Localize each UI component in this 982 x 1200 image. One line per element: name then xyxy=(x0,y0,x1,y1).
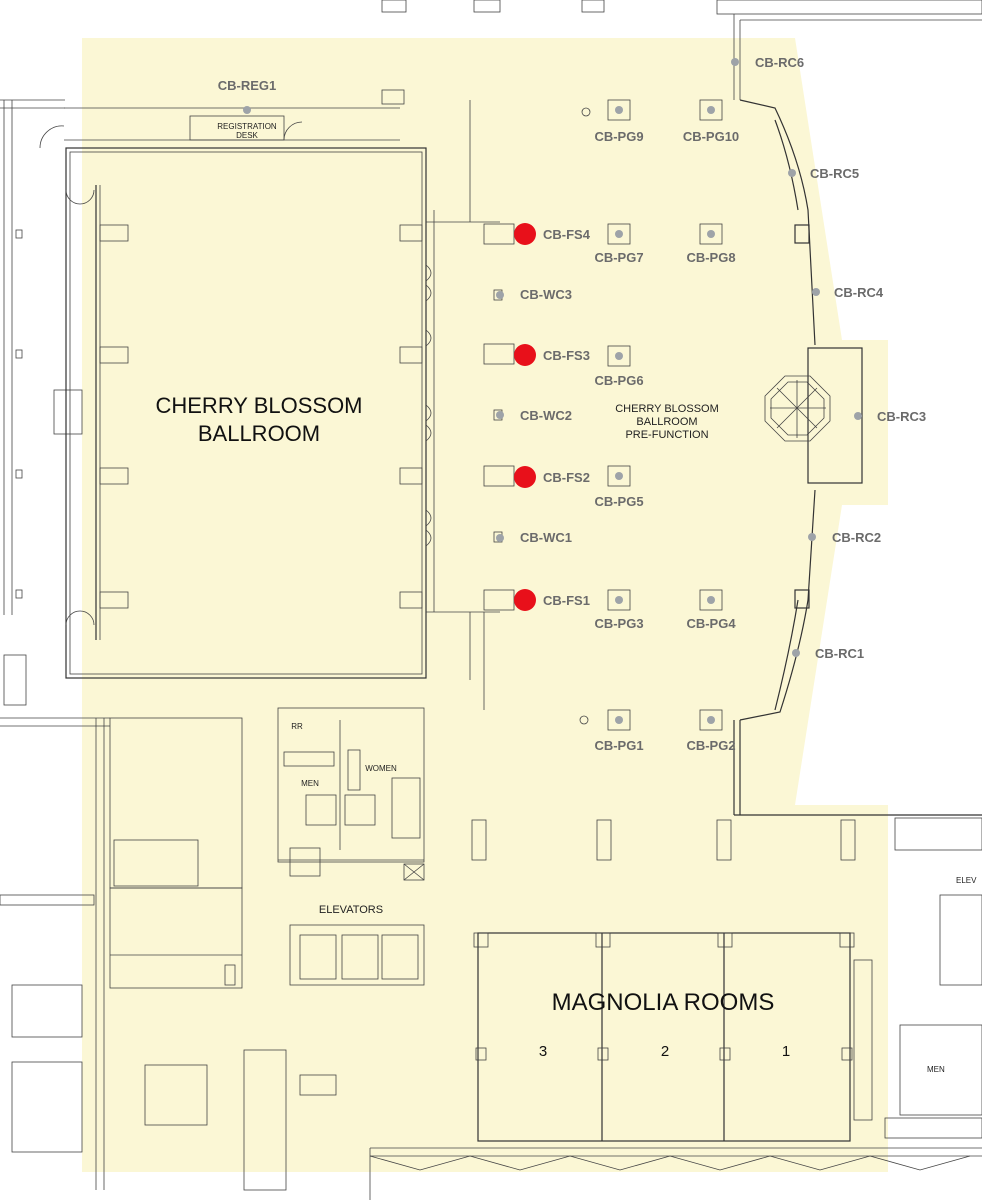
label-rc3: CB-RC3 xyxy=(877,409,926,424)
label-wc1: CB-WC1 xyxy=(520,530,572,545)
label-pg1: CB-PG1 xyxy=(594,738,643,753)
magnolia-walls xyxy=(369,932,982,1200)
marker-fs4[interactable] xyxy=(514,223,536,245)
floor-area xyxy=(82,38,888,1172)
restroom-block xyxy=(277,707,425,881)
rr-label: RR xyxy=(291,722,303,731)
gray-markers xyxy=(243,58,862,724)
marker-pg6[interactable] xyxy=(615,352,623,360)
marker-rc4[interactable] xyxy=(812,288,820,296)
magnolia-room-1: 1 xyxy=(782,1043,790,1060)
label-pg6: CB-PG6 xyxy=(594,373,643,388)
label-rc5: CB-RC5 xyxy=(810,166,859,181)
marker-rc3[interactable] xyxy=(854,412,862,420)
ballroom-title-1: CHERRY BLOSSOM xyxy=(155,393,362,418)
marker-fs2[interactable] xyxy=(514,466,536,488)
label-pg10: CB-PG10 xyxy=(683,129,739,144)
marker-pg1[interactable] xyxy=(615,716,623,724)
registration-area xyxy=(39,89,405,149)
marker-fs1[interactable] xyxy=(514,589,536,611)
marker-reg1[interactable] xyxy=(243,106,251,114)
lower-left-rooms xyxy=(0,717,337,1191)
column-squares xyxy=(471,99,856,861)
label-wc2: CB-WC2 xyxy=(520,408,572,423)
label-pg2: CB-PG2 xyxy=(686,738,735,753)
prefunction-title-1: CHERRY BLOSSOM xyxy=(615,403,719,415)
label-fs1: CB-FS1 xyxy=(543,593,590,608)
marker-rc6[interactable] xyxy=(731,58,739,66)
magnolia-room-2: 2 xyxy=(661,1043,669,1060)
marker-rc1[interactable] xyxy=(792,649,800,657)
label-wc3: CB-WC3 xyxy=(520,287,572,302)
marker-wc2[interactable] xyxy=(496,411,504,419)
label-rc1: CB-RC1 xyxy=(815,646,864,661)
marker-wc1[interactable] xyxy=(496,534,504,542)
label-pg4: CB-PG4 xyxy=(686,616,736,631)
label-pg8: CB-PG8 xyxy=(686,250,735,265)
ballroom-doors xyxy=(425,100,500,710)
label-fs2: CB-FS2 xyxy=(543,470,590,485)
marker-pg7[interactable] xyxy=(615,230,623,238)
label-rc6: CB-RC6 xyxy=(755,55,804,70)
marker-labels: CB-REG1 CB-RC6 CB-RC5 CB-RC4 CB-RC3 CB-R… xyxy=(218,55,926,753)
ballroom-title-2: BALLROOM xyxy=(198,421,320,446)
label-pg7: CB-PG7 xyxy=(594,250,643,265)
elevators-label: ELEVATORS xyxy=(319,904,383,916)
octagon-feature xyxy=(764,375,831,442)
marker-fs3[interactable] xyxy=(514,344,536,366)
marker-pg9[interactable] xyxy=(615,106,623,114)
magnolia-room-3: 3 xyxy=(539,1043,547,1060)
marker-wc3[interactable] xyxy=(496,291,504,299)
men-right-label: MEN xyxy=(927,1065,945,1074)
marker-pg5[interactable] xyxy=(615,472,623,480)
marker-rc5[interactable] xyxy=(788,169,796,177)
marker-pg8[interactable] xyxy=(707,230,715,238)
label-fs3: CB-FS3 xyxy=(543,348,590,363)
prefunction-title-3: PRE-FUNCTION xyxy=(625,429,708,441)
label-rc2: CB-RC2 xyxy=(832,530,881,545)
label-pg5: CB-PG5 xyxy=(594,494,643,509)
red-markers xyxy=(514,223,536,611)
top-edge-fixtures xyxy=(381,0,982,100)
ballroom-walls xyxy=(65,147,427,679)
marker-rc2[interactable] xyxy=(808,533,816,541)
marker-pg3[interactable] xyxy=(615,596,623,604)
women-label: WOMEN xyxy=(365,764,397,773)
elevator-block xyxy=(289,924,425,986)
left-exterior xyxy=(0,99,110,727)
magnolia-title: MAGNOLIA ROOMS xyxy=(552,989,775,1016)
men-label: MEN xyxy=(301,779,319,788)
elev-partial-label: ELEV xyxy=(956,876,977,885)
label-pg3: CB-PG3 xyxy=(594,616,643,631)
marker-pg10[interactable] xyxy=(707,106,715,114)
label-fs4: CB-FS4 xyxy=(543,227,591,242)
label-rc4: CB-RC4 xyxy=(834,285,884,300)
prefunction-title-2: BALLROOM xyxy=(636,416,697,428)
registration-label-1: REGISTRATION xyxy=(217,122,277,131)
label-pg9: CB-PG9 xyxy=(594,129,643,144)
marker-pg2[interactable] xyxy=(707,716,715,724)
right-edge-partial xyxy=(884,817,982,1139)
registration-label-2: DESK xyxy=(236,131,258,140)
label-reg1: CB-REG1 xyxy=(218,78,277,93)
marker-pg4[interactable] xyxy=(707,596,715,604)
